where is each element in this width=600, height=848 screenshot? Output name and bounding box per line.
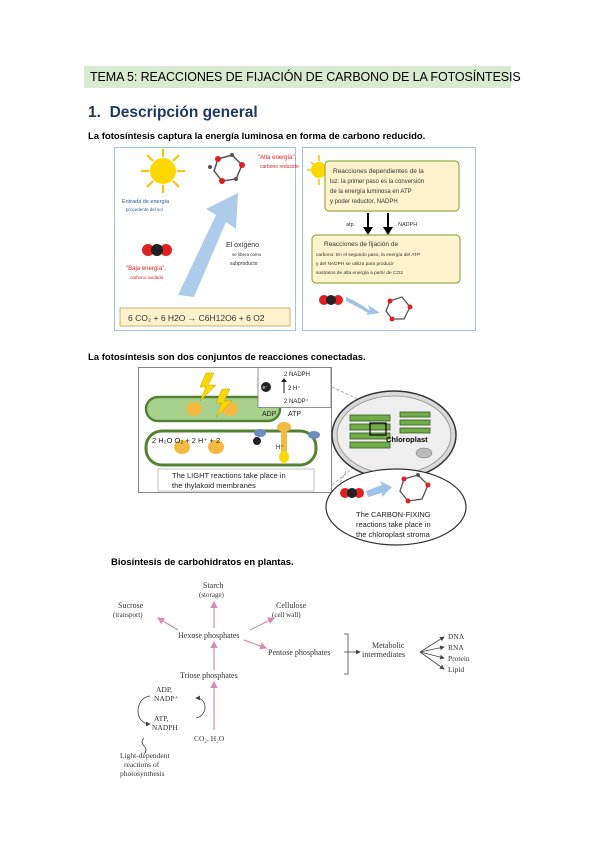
oxigeno-label: El oxígeno: [226, 242, 259, 249]
section-number: 1.: [88, 104, 101, 121]
intermediates-label: intermediates: [362, 650, 405, 659]
atp-label: ATP: [288, 411, 301, 418]
entrada-energia-label: Entrada de energía: [122, 199, 170, 205]
light-dependent-line-2: reactions of: [124, 760, 160, 769]
water-equation-label: 2 H₂O O₂ + 2 H⁺ + 2: [152, 436, 220, 445]
atp-label: ATP,: [154, 714, 169, 723]
equation-box: [119, 307, 291, 327]
atp-label: atp: [346, 222, 354, 228]
equation-label: 6 CO₂ + 6 H2O → C6H12O6 + 6 O2: [128, 313, 265, 323]
cycle-loop: [137, 695, 206, 755]
fix-box-line-1: Reacciones de fijación de: [324, 241, 398, 248]
figure-photosynthesis-overview: "Alta energía", carbono reducido Entrada…: [114, 147, 476, 331]
sun-icon: [141, 149, 185, 193]
photosystem-icons: [174, 402, 238, 454]
energy-arrow-icon: [178, 193, 238, 297]
glucose-molecule-icon: [208, 153, 245, 184]
carbono-reducido-label: carbono reducido: [260, 164, 299, 170]
nadph-label: NADPH: [398, 222, 417, 228]
storage-label: (storage): [199, 591, 225, 599]
fix-box-line-4: sustratos de alta energía a partir de CO…: [316, 270, 403, 276]
co2-molecule-icon: [340, 488, 364, 498]
dna-label: DNA: [448, 632, 465, 641]
light-reactions-box: [324, 160, 460, 212]
light-box-line-3: de la energía luminosa en ATP: [330, 189, 412, 195]
fix-box-line-3: y del NADPH se utiliza para producir: [316, 261, 394, 267]
nadph-2-label: 2 NADPH: [284, 372, 310, 378]
thylakoid-membrane-bottom: [144, 429, 318, 467]
baja-energia-label: "Baja energía",: [126, 266, 166, 272]
alta-energia-label: "Alta energía",: [258, 155, 297, 161]
electron-icon: [253, 437, 261, 445]
carbon-fixing-box: [311, 234, 461, 284]
pentose-phosphates-label: Pentose phosphates: [268, 648, 330, 657]
sucrose-label: Sucrose: [118, 601, 144, 610]
section-title: Descripción general: [109, 104, 258, 121]
light-box-line-2: luz: la primer paso es la conversión: [330, 179, 424, 185]
fix-box-line-2: carbono: En el segundo paso, la energía …: [316, 252, 420, 258]
light-caption-line-1: The LIGHT reactions take place in: [172, 471, 286, 480]
protein-label: Protein: [448, 654, 470, 663]
paragraph-1: La fotosíntesis captura la energía lumin…: [88, 131, 426, 142]
lipid-label: Lipid: [448, 665, 464, 674]
complex-icon: [308, 431, 320, 439]
light-box-line-1: Reacciones dependientes de la: [333, 168, 424, 175]
glucose-molecule-icon: [399, 473, 431, 504]
transport-label: (transport): [113, 611, 143, 619]
down-arrow-icons: [363, 213, 393, 235]
section-heading: 1. Descripción general: [88, 104, 258, 122]
hexose-phosphates-label: Hexose phosphates: [178, 631, 240, 640]
pathway-arrows: [156, 600, 276, 730]
cf-caption-line-3: the chloroplast stroma: [356, 530, 431, 539]
conversion-arrow-icon: [346, 297, 380, 315]
light-caption-box: [157, 468, 315, 492]
carbono-oxidado-label: carbono oxidado: [130, 275, 164, 280]
co2-molecule-icon: [319, 295, 343, 305]
figure-carbohydrate-biosynthesis: Sucrose (transport) Starch (storage) Cel…: [113, 581, 470, 778]
co2-h2o-label: CO₂, H₂O: [194, 734, 225, 743]
metabolic-label: Metabolic: [372, 641, 405, 650]
glucose-molecule-icon: [385, 296, 413, 322]
electron-icon: [261, 382, 271, 392]
cf-caption-line-1: The CARBON-FIXING: [356, 510, 431, 519]
subproducto-label: subproducto: [230, 261, 258, 267]
electron-label: e⁻: [263, 385, 269, 391]
adp-label: ADP,: [156, 685, 172, 694]
hplus-2-label: 2 H⁺: [288, 385, 301, 392]
light-dependent-line-1: Light-dependent: [120, 751, 170, 760]
complex-icon: [254, 429, 266, 437]
atp-synthase-icon: [277, 422, 291, 463]
light-box-line-4: y poder reductor, NADPH: [330, 199, 398, 205]
fixation-arrow-icon: [366, 481, 392, 497]
stroma-callout: [325, 468, 467, 546]
lightning-icons: [199, 372, 233, 418]
starch-label: Starch: [203, 581, 223, 590]
adp-label: ADP: [262, 411, 277, 418]
rna-label: RNA: [448, 643, 464, 652]
cellulose-label: Cellulose: [276, 601, 307, 610]
triose-phosphates-label: Triose phosphates: [180, 671, 238, 680]
nadp-2-label: 2 NADP⁺: [284, 398, 309, 405]
nadp-label: NADP⁺: [154, 694, 178, 703]
paragraph-2: La fotosíntesis son dos conjuntos de rea…: [88, 352, 366, 363]
nadph-label: NADPH: [152, 723, 178, 732]
cell-wall-label: (cell wall): [272, 611, 301, 619]
light-caption-line-2: the thylakoid membranes: [172, 481, 256, 490]
hplus-label: H⁺: [276, 444, 284, 451]
co2-molecule-icon: [142, 244, 172, 256]
procede-sol-label: procedente del sol: [126, 207, 163, 212]
figure-chloroplast-reactions: 2 NADPH 2 H⁺ 2 NADP⁺ e⁻ ADP ATP H⁺ 2 H₂O…: [138, 367, 467, 546]
document-title: TEMA 5: REACCIONES DE FIJACIÓN DE CARBON…: [84, 66, 521, 88]
light-dependent-line-3: photosynthesis: [120, 769, 165, 778]
thylakoid-membrane-top: [144, 395, 282, 423]
libera-label: se libera como: [232, 252, 262, 257]
paragraph-3: Biosíntesis de carbohidratos en plantas.: [111, 557, 294, 568]
chloroplast-label: Chloroplast: [386, 435, 428, 444]
cf-caption-line-2: reactions take place in: [356, 520, 431, 529]
metabolic-arrows: [344, 633, 445, 675]
